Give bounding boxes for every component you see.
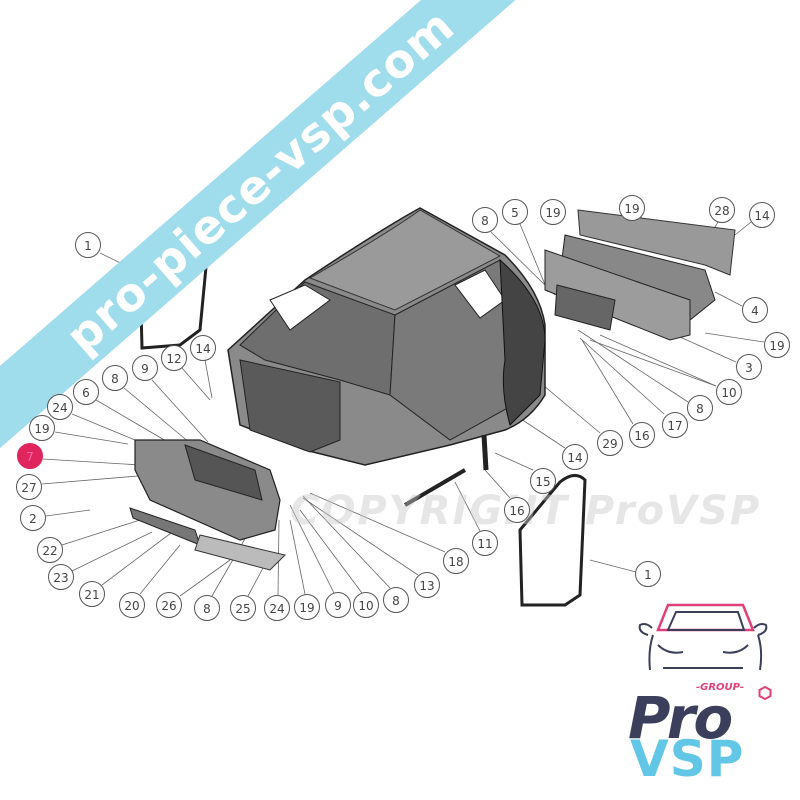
callout-number: 5: [502, 199, 528, 225]
callout-number: 1: [75, 232, 101, 258]
callout-number: 19: [764, 332, 790, 358]
callout-number: 23: [48, 564, 74, 590]
group-label: -GROUP-: [696, 682, 744, 693]
front-bumper-assembly: [129, 439, 286, 571]
callout-number: 8: [687, 395, 713, 421]
callout-number: 8: [472, 207, 498, 233]
callout-number: 3: [736, 354, 762, 380]
callout-number: 13: [414, 572, 440, 598]
body-shell: [227, 207, 546, 466]
callout-number: 24: [264, 595, 290, 621]
callout-number: 20: [119, 592, 145, 618]
callout-number: 10: [716, 379, 742, 405]
callout-number: 1: [635, 561, 661, 587]
callout-number: 19: [619, 195, 645, 221]
pillar-trim: [481, 434, 489, 471]
callout-number: 26: [156, 592, 182, 618]
callout-number: 8: [194, 595, 220, 621]
callout-number: 25: [230, 595, 256, 621]
callout-number: 22: [37, 537, 63, 563]
callout-number: 29: [597, 430, 623, 456]
callout-number: 18: [443, 548, 469, 574]
callout-number: 27: [16, 474, 42, 500]
callout-number: 11: [472, 530, 498, 556]
rear-bumper-assembly: [544, 209, 736, 341]
callout-number: 6: [73, 379, 99, 405]
callout-number: 14: [749, 202, 775, 228]
callout-number: 28: [709, 197, 735, 223]
callout-number: 17: [662, 412, 688, 438]
callout-number: 12: [161, 345, 187, 371]
callout-number: 14: [562, 444, 588, 470]
provsp-logo: -GROUP- Pro VSP: [618, 590, 788, 788]
callout-number: 16: [629, 422, 655, 448]
callout-number: 16: [504, 497, 530, 523]
side-sill-strip: [403, 468, 467, 507]
callout-number: 10: [353, 592, 379, 618]
door-seal-right: [518, 474, 587, 607]
callout-number: 2: [20, 505, 46, 531]
leader-lines: [41, 219, 765, 597]
callout-number: 24: [47, 394, 73, 420]
callout-number: 19: [294, 594, 320, 620]
callout-number: 8: [102, 365, 128, 391]
hex-nut-icon: [758, 686, 772, 700]
callout-number: 15: [530, 468, 556, 494]
callout-number: 19: [29, 415, 55, 441]
callout-number: 14: [190, 335, 216, 361]
callout-number: 8: [383, 587, 409, 613]
callout-highlighted: 7: [17, 443, 43, 469]
logo-vsp-text: VSP: [630, 730, 745, 788]
callout-number: 21: [79, 581, 105, 607]
car-outline-icon: [638, 603, 768, 671]
callout-number: 9: [132, 355, 158, 381]
callout-number: 9: [325, 592, 351, 618]
callout-number: 19: [540, 199, 566, 225]
callout-number: 4: [742, 297, 768, 323]
logo-pro-text: Pro: [628, 684, 733, 752]
